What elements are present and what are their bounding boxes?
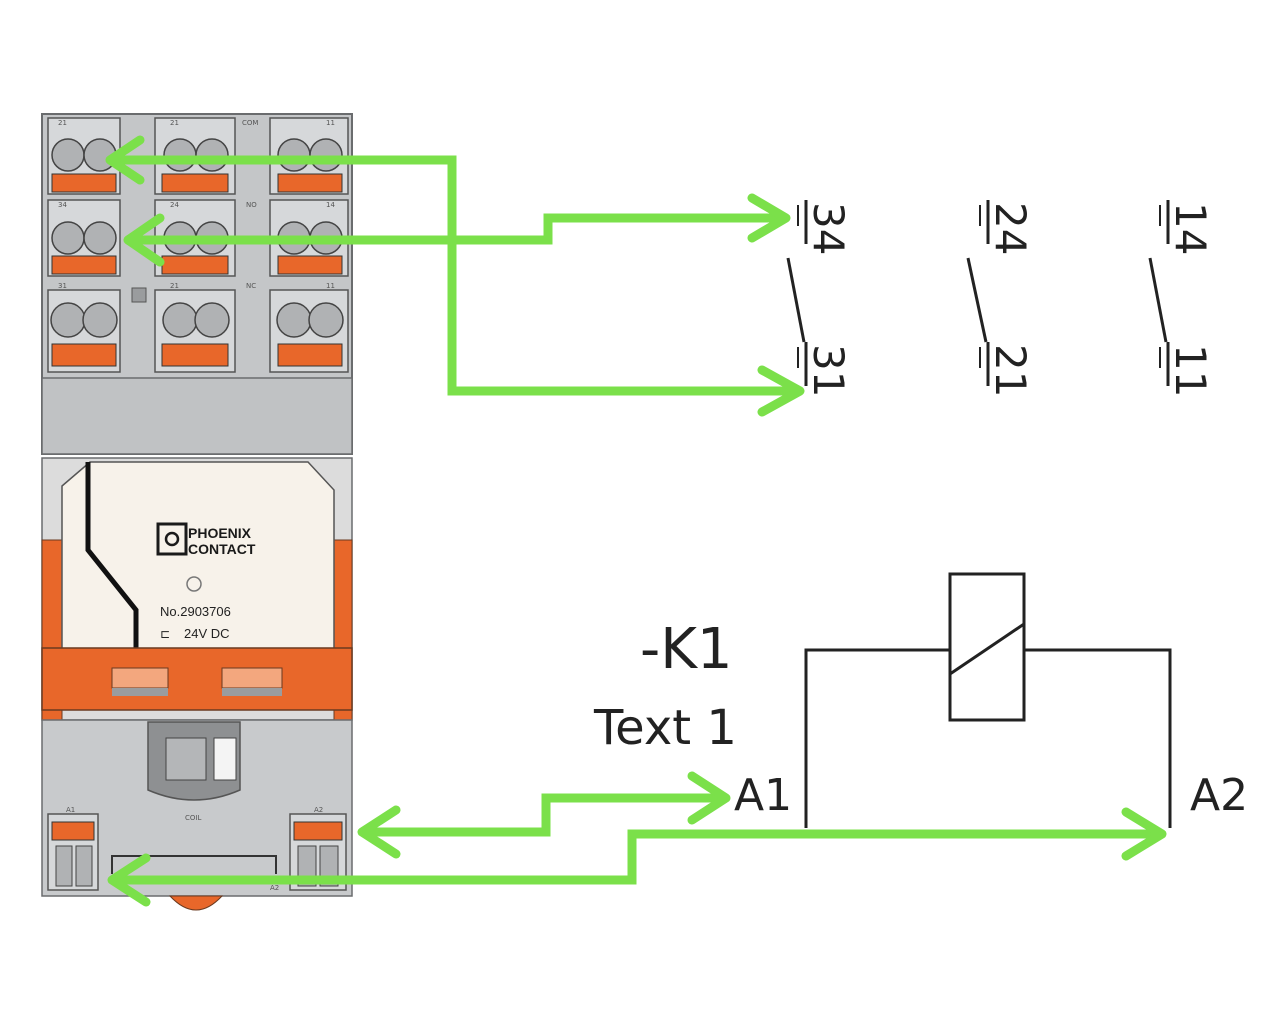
arrowhead-a2-left [357,805,401,859]
coil-symbol: ⊏ [160,627,170,641]
contact-terminal-top: 14 [1166,202,1215,255]
terminal-label: A2 [314,806,323,814]
terminal-label: 11 [326,119,335,127]
wire-a2 [362,793,726,837]
arrowhead-31-left [105,135,145,185]
phoenix-contact-logo: PHOENIX CONTACT [156,522,256,557]
terminal-label: COM [242,119,258,127]
device-text: Text 1 [593,700,737,756]
coil-wire [1024,648,1172,828]
indicator-led [186,576,202,592]
terminal-row-3: 31 21 NC 11 [47,282,349,373]
terminal-label: 14 [326,201,335,209]
terminal-label: 31 [58,282,67,290]
arrowhead-a2-right [687,771,731,825]
contact-terminal-top: 34 [804,202,853,255]
device-designation: -K1 [640,617,733,682]
coil-terminal-a1: A1 [734,770,792,821]
arrowhead-34-left [123,213,165,267]
arrowhead-a1-right [1121,807,1167,861]
connection-lines [105,135,1167,907]
terminal-label: NC [246,282,256,290]
terminal-label: 34 [58,201,67,209]
coil-symbol-schematic [804,572,1172,828]
arrowhead-34-right [747,193,791,243]
contact-terminal-bottom: 11 [1166,344,1215,397]
coil-rating: 24V DC [184,626,230,641]
terminal-label: 21 [170,282,179,290]
wire-34 [128,213,786,245]
contact-14-11: 14 11 [1148,200,1215,397]
contact-terminal-bottom: 21 [986,344,1035,397]
arrowhead-a1-left [107,853,151,907]
base-label: A2 [270,884,279,892]
coil-terminal-a2: A2 [1190,770,1248,821]
relay-body: PHOENIX CONTACT No.2903706 ⊏ 24V DC [41,457,353,721]
contact-symbols: 34 31 24 21 14 11 [786,200,1215,397]
coil-label: COIL [185,814,201,822]
coil-wire [804,648,950,828]
wire-31 [110,155,800,396]
wire-a1 [112,829,1162,885]
contact-24-21: 24 21 [966,200,1035,397]
part-number: No.2903706 [160,604,231,619]
terminal-label: NO [246,201,257,209]
terminal-label: 11 [326,282,335,290]
contact-34-31: 34 31 [786,200,853,397]
terminal-label: 24 [170,201,179,209]
brand-line-1: PHOENIX [188,525,252,541]
arrowhead-31-right [757,365,805,417]
terminal-label: A1 [66,806,75,814]
contact-terminal-bottom: 31 [804,344,853,397]
terminal-label: 21 [58,119,67,127]
relay-module: 21 21 COM 11 34 24 NO 14 [41,113,353,911]
contact-terminal-top: 24 [986,202,1035,255]
coil-box [948,572,1026,722]
terminal-label: 21 [170,119,179,127]
brand-line-2: CONTACT [188,541,256,557]
